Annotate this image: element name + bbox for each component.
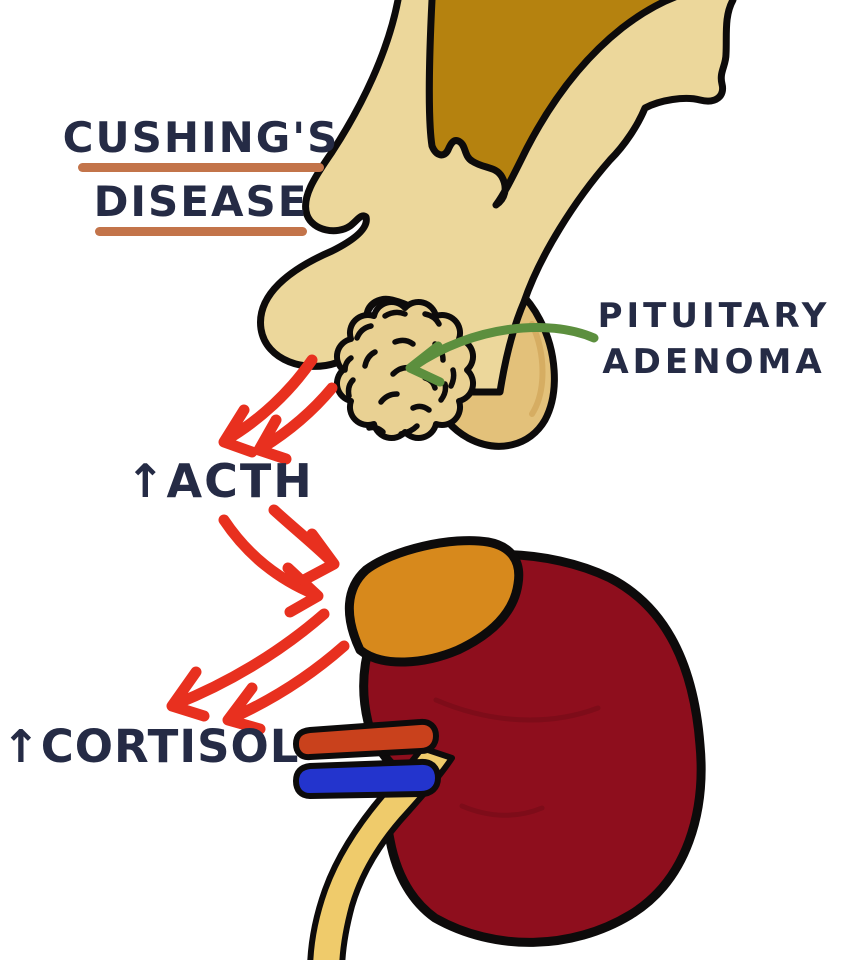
acth-label: ↑ACTH bbox=[126, 454, 314, 508]
hypothalamus-inner bbox=[425, 0, 678, 209]
title-line-2: DISEASE bbox=[93, 177, 309, 227]
renal-artery bbox=[293, 718, 439, 761]
cortisol-label: ↑CORTISOL bbox=[2, 720, 299, 773]
adrenal-gland-shape bbox=[344, 536, 524, 667]
red-arrow-acth-adrenal-1 bbox=[218, 514, 324, 618]
title-underline-1 bbox=[78, 163, 324, 173]
cortisol-text: CORTISOL bbox=[40, 720, 300, 773]
red-arrow-adrenal-cortisol-1 bbox=[166, 608, 330, 722]
kidney-shading bbox=[433, 697, 601, 818]
pituitary-adenoma-label-line2: ADENOMA bbox=[602, 341, 826, 382]
renal-vein bbox=[293, 758, 441, 799]
cortisol-up-arrow-glyph: ↑ bbox=[2, 720, 41, 773]
pituitary-gland-shading bbox=[529, 321, 546, 417]
red-arrow-pituitary-acth-1 bbox=[218, 354, 318, 458]
pituitary-adenoma-label-line1: PITUITARY bbox=[597, 296, 831, 336]
acth-up-arrow-glyph: ↑ bbox=[126, 454, 167, 508]
red-arrow-pituitary-acth-2 bbox=[253, 382, 338, 465]
red-arrow-adrenal-cortisol-2 bbox=[222, 640, 350, 735]
hypothalamus-shape bbox=[257, 0, 737, 396]
pituitary-adenoma-label: PITUITARY ADENOMA bbox=[586, 294, 842, 386]
title-underline-2 bbox=[95, 227, 307, 237]
acth-text: ACTH bbox=[166, 454, 314, 508]
green-pointer-arrow bbox=[405, 322, 599, 387]
red-arrow-acth-adrenal-2 bbox=[268, 504, 340, 586]
title-line-1: CUSHING'S bbox=[62, 113, 340, 162]
diagram-title: CUSHING'S DISEASE bbox=[55, 113, 347, 244]
